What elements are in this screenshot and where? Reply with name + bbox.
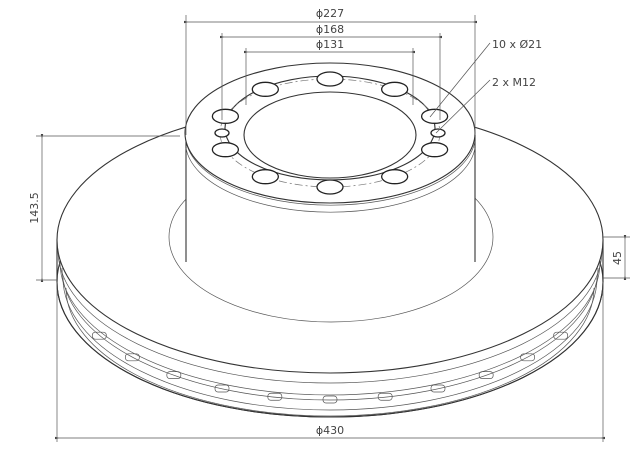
vent-slot — [553, 331, 569, 340]
bolt-hole — [211, 142, 240, 158]
vent-slot — [520, 353, 536, 362]
bolt-hole — [316, 71, 344, 87]
callout-bolt-holes: 10 x Ø21 — [492, 38, 542, 51]
dim-disc-thickness: 45 — [611, 251, 624, 265]
bolt-hole — [316, 179, 344, 195]
vent-slot — [478, 371, 494, 380]
vent-slot — [91, 331, 107, 340]
dim-outer-diameter: ϕ430 — [316, 424, 344, 437]
threaded-hole — [430, 128, 446, 138]
bolt-hole — [381, 81, 409, 97]
dim-overall-height: 143.5 — [28, 192, 41, 224]
bolt-hole — [251, 169, 279, 185]
vent-slot — [124, 353, 140, 362]
vent-slot — [214, 384, 230, 393]
dim-center-bore: ϕ131 — [316, 38, 344, 51]
vent-slot — [377, 392, 393, 401]
threaded-hole — [214, 128, 230, 138]
vent-slot — [267, 392, 283, 401]
callout-threaded-holes: 2 x M12 — [492, 76, 536, 89]
vent-slot — [322, 395, 338, 404]
bolt-holes — [211, 71, 449, 195]
bolt-hole — [420, 108, 449, 124]
bolt-hole — [251, 81, 279, 97]
center-bore — [243, 91, 417, 179]
dim-hat-diameter: ϕ227 — [316, 7, 344, 20]
vent-slot — [166, 371, 182, 380]
bolt-hole — [420, 142, 449, 158]
bolt-hole — [211, 108, 240, 124]
dim-bolt-circle: ϕ168 — [316, 23, 344, 36]
ventilation-slots — [91, 331, 569, 404]
bolt-hole — [381, 169, 409, 185]
vent-slot — [430, 384, 446, 393]
dimensions — [36, 15, 630, 442]
